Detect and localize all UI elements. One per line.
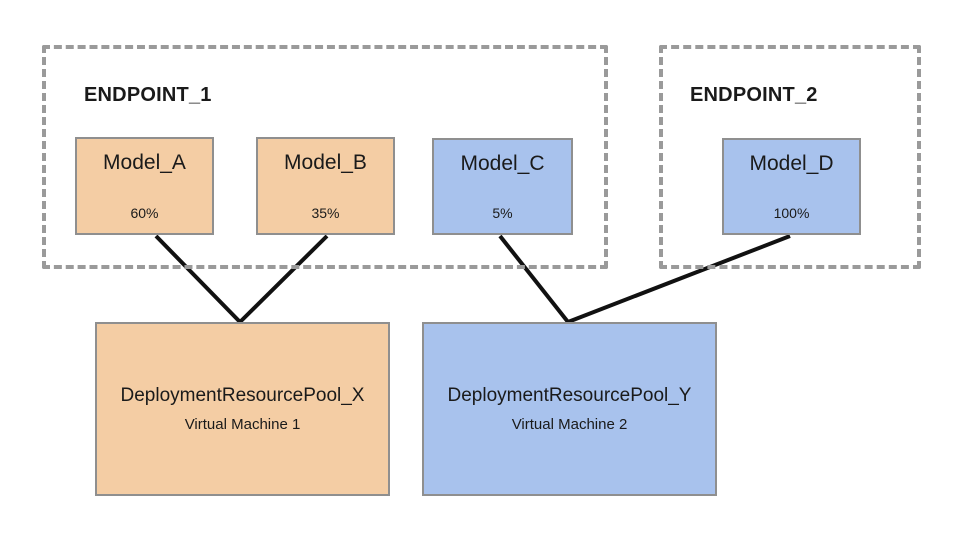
pool-y-machine: Virtual Machine 2	[511, 416, 628, 434]
model-a-traffic-split: 60%	[130, 205, 159, 221]
model-box-b[interactable]: Model_B 35%	[256, 137, 395, 235]
model-c-name: Model_C	[460, 152, 545, 175]
resource-pool-x[interactable]: DeploymentResourcePool_X Virtual Machine…	[95, 322, 390, 496]
model-c-traffic-split: 5%	[492, 205, 513, 221]
resource-pool-y[interactable]: DeploymentResourcePool_Y Virtual Machine…	[422, 322, 717, 496]
endpoint-group-1[interactable]	[42, 45, 608, 269]
model-d-name: Model_D	[749, 152, 834, 175]
model-b-name: Model_B	[284, 151, 367, 174]
model-d-traffic-split: 100%	[773, 205, 810, 221]
model-box-a[interactable]: Model_A 60%	[75, 137, 214, 235]
model-a-name: Model_A	[103, 151, 186, 174]
endpoint-1-label: ENDPOINT_1	[84, 84, 212, 106]
model-box-c[interactable]: Model_C 5%	[432, 138, 573, 235]
endpoint-group-2[interactable]	[659, 45, 921, 269]
model-box-d[interactable]: Model_D 100%	[722, 138, 861, 235]
pool-x-machine: Virtual Machine 1	[184, 416, 301, 434]
model-b-traffic-split: 35%	[311, 205, 340, 221]
pool-y-name: DeploymentResourcePool_Y	[447, 384, 692, 406]
pool-x-name: DeploymentResourcePool_X	[120, 384, 365, 406]
endpoint-2-label: ENDPOINT_2	[690, 84, 818, 106]
